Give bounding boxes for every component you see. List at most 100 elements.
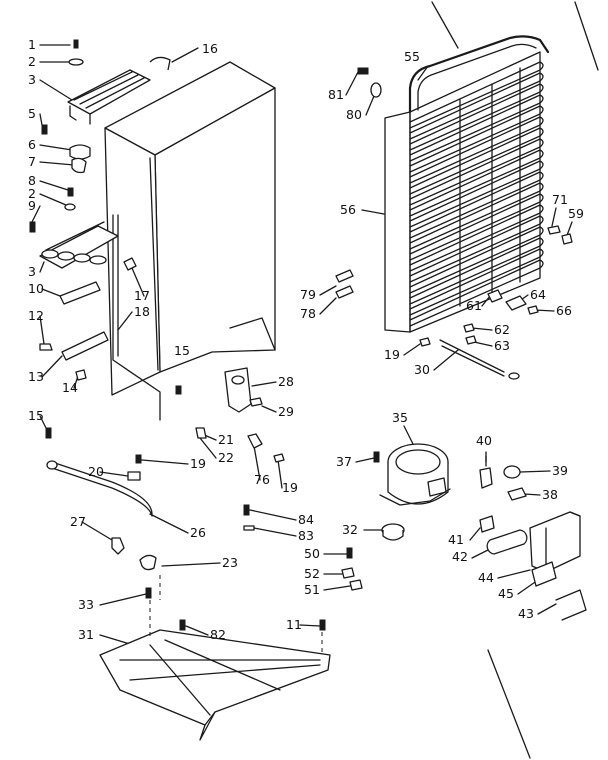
- leader-line: [469, 527, 481, 541]
- leader-line: [253, 445, 261, 481]
- coil-row: [409, 83, 544, 151]
- leader-line: [253, 527, 297, 537]
- callout-61: 61: [466, 298, 482, 313]
- callout-41: 41: [448, 532, 464, 547]
- leader-line: [433, 349, 459, 371]
- callout-35: 35: [392, 410, 408, 425]
- callout-18: 18: [134, 304, 150, 319]
- coil-row: [409, 116, 544, 184]
- leader-line: [39, 79, 73, 101]
- leader-line: [185, 625, 209, 636]
- coil-row: [409, 127, 544, 195]
- center-parts: [175, 367, 363, 591]
- callout-76: 76: [254, 472, 270, 487]
- leader-line: [39, 180, 69, 191]
- leader-line: [141, 459, 189, 465]
- callout-19b: 19: [282, 480, 298, 495]
- callout-45: 45: [498, 586, 514, 601]
- leader-line: [537, 603, 557, 615]
- callout-27: 27: [70, 514, 86, 529]
- callout-26: 26: [190, 525, 206, 540]
- callout-64: 64: [530, 287, 546, 302]
- leader-line: [323, 585, 351, 591]
- coil-row: [409, 259, 544, 327]
- callout-38: 38: [542, 487, 558, 502]
- callout-44: 44: [478, 570, 494, 585]
- leader-line: [149, 513, 189, 534]
- left-parts: [29, 39, 171, 381]
- callout-56: 56: [340, 202, 356, 217]
- coil-row: [409, 182, 544, 250]
- leader-line: [473, 341, 493, 347]
- evaporator-coil: [384, 35, 550, 333]
- leader-line: [41, 355, 63, 378]
- leader-line: [251, 381, 277, 387]
- leader-line: [81, 521, 113, 541]
- coil-row: [409, 215, 544, 283]
- callout-14: 14: [62, 380, 78, 395]
- callout-32: 32: [342, 522, 358, 537]
- callout-22: 22: [218, 450, 234, 465]
- leader-line: [161, 562, 221, 567]
- coil-row: [409, 94, 544, 162]
- callout-81: 81: [328, 87, 344, 102]
- callout-5: 5: [28, 106, 36, 121]
- callout-39: 39: [552, 463, 568, 478]
- leader-line: [99, 593, 147, 606]
- leader-line: [39, 415, 47, 429]
- callout-9: 9: [28, 198, 36, 213]
- callout-20: 20: [88, 464, 104, 479]
- callout-28: 28: [278, 374, 294, 389]
- callout-37: 37: [336, 454, 352, 469]
- leader-line: [99, 471, 129, 477]
- leader-line: [403, 425, 415, 447]
- coil-row: [409, 237, 544, 305]
- scan-marks: [431, 1, 599, 759]
- callout-33: 33: [78, 597, 94, 612]
- callout-80: 80: [346, 107, 362, 122]
- callout-82: 82: [210, 627, 226, 642]
- coil-row: [409, 138, 544, 206]
- callout-51: 51: [304, 582, 320, 597]
- coil-row: [409, 105, 544, 173]
- callout-40: 40: [476, 433, 492, 448]
- leader-line: [299, 624, 321, 627]
- coil-accessories: [335, 67, 573, 380]
- callout-15: 15: [28, 408, 44, 423]
- callout-7: 7: [28, 154, 36, 169]
- callout-labels: 1 2 3 5 6 7 8 2 9 3 10 12 13 14 15 16 17…: [28, 37, 584, 642]
- callout-1: 1: [28, 37, 36, 52]
- callout-3b: 3: [28, 264, 36, 279]
- leader-line: [249, 509, 297, 521]
- callout-55: 55: [404, 49, 420, 64]
- leader-line: [481, 295, 491, 307]
- callout-23: 23: [222, 555, 238, 570]
- callout-52: 52: [304, 566, 320, 581]
- cabinet: [104, 61, 276, 421]
- leader-line: [41, 288, 61, 297]
- leader-line: [403, 343, 421, 356]
- callout-66: 66: [556, 303, 572, 318]
- callout-78: 78: [300, 306, 316, 321]
- leader-line: [39, 113, 43, 126]
- callout-31: 31: [78, 627, 94, 642]
- callout-42: 42: [452, 549, 468, 564]
- callout-50: 50: [304, 546, 320, 561]
- callout-63: 63: [494, 338, 510, 353]
- leader-line: [319, 285, 337, 296]
- callout-17: 17: [134, 288, 150, 303]
- callout-19: 19: [190, 456, 206, 471]
- callout-21: 21: [218, 432, 234, 447]
- leader-line: [39, 315, 45, 345]
- compressor: [373, 443, 451, 541]
- coil-row: [409, 204, 544, 272]
- callout-19c: 19: [384, 347, 400, 362]
- coil-row: [409, 61, 544, 129]
- coil-row: [409, 226, 544, 294]
- lower-left-parts: [45, 427, 326, 631]
- leader-line: [39, 193, 67, 206]
- top-condenser-panel: [67, 69, 151, 125]
- callout-8: 8: [28, 173, 36, 188]
- callout-43: 43: [518, 606, 534, 621]
